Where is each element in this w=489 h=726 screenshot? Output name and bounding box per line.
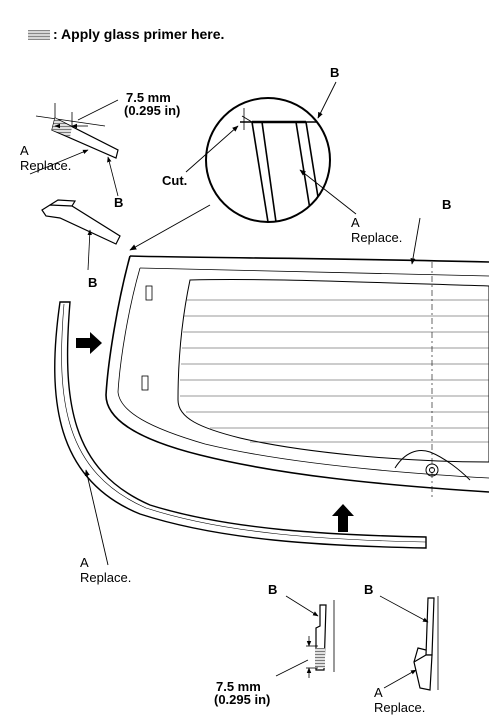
detail-top-left-primer bbox=[29, 99, 119, 197]
dim-br-mm: 7.5 mm bbox=[216, 679, 261, 694]
label-b-bottom-right-2: B bbox=[364, 582, 374, 597]
dim-tl-mm: 7.5 mm bbox=[126, 90, 171, 105]
label-b-top-left-2: B bbox=[88, 275, 98, 290]
dim-tl-in: (0.295 in) bbox=[124, 103, 181, 118]
label-cut: Cut. bbox=[162, 173, 188, 188]
label-b-top-left-1: B bbox=[114, 195, 124, 210]
label-a-circle: A bbox=[351, 215, 360, 230]
legend-text: : Apply glass primer here. bbox=[53, 26, 225, 42]
label-replace-top-left: Replace. bbox=[20, 158, 72, 173]
install-arrows bbox=[76, 332, 354, 532]
rear-window-glass bbox=[105, 217, 489, 500]
label-a-top-left: A bbox=[20, 143, 29, 158]
label-replace-bottom-right: Replace. bbox=[374, 700, 426, 715]
legend: : Apply glass primer here. bbox=[28, 27, 224, 41]
label-replace-circle: Replace. bbox=[351, 230, 403, 245]
detail-bottom-right-molding bbox=[379, 595, 439, 691]
label-a-bottom-right: A bbox=[374, 685, 383, 700]
label-b-glass: B bbox=[442, 197, 452, 212]
dim-br-in: (0.295 in) bbox=[214, 692, 271, 707]
label-a-molding: A bbox=[80, 555, 89, 570]
molding-strip bbox=[54, 301, 427, 566]
detail-circle-magnifier bbox=[129, 81, 357, 251]
label-b-circle: B bbox=[330, 65, 340, 80]
detail-bottom-right-primer bbox=[275, 595, 335, 678]
label-replace-molding: Replace. bbox=[80, 570, 132, 585]
label-b-bottom-right-1: B bbox=[268, 582, 278, 597]
glass-primer-swatch-icon bbox=[28, 30, 50, 41]
detail-top-left-molding bbox=[41, 199, 121, 271]
